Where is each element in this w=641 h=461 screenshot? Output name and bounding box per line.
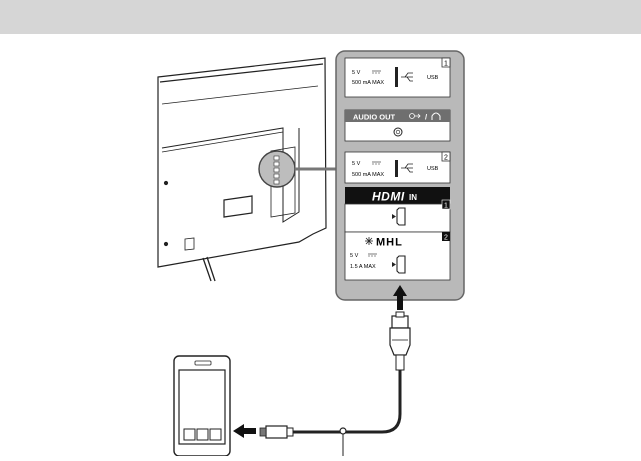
usb-port-1: 1 5 V 500 mA MAX USB xyxy=(344,57,451,98)
hdmi-in-port-1: HDMI IN 1 xyxy=(344,187,451,233)
audio-out-port: AUDIO OUT / xyxy=(344,109,451,142)
diagram-svg: 1 5 V 500 mA MAX USB AUDIO OUT / 2 xyxy=(157,50,465,457)
tv-rear xyxy=(157,57,327,282)
insert-arrow-left xyxy=(233,424,256,438)
usb-trident-icon xyxy=(401,163,413,173)
usb1-current: 500 mA MAX xyxy=(352,80,384,86)
mhl-volts: 5 V xyxy=(350,253,359,259)
usb1-badge: 1 xyxy=(444,61,448,68)
audio-out-slash: / xyxy=(425,113,428,122)
mhl-star-icon xyxy=(365,237,373,245)
mhl-current: 1.5 A MAX xyxy=(350,264,376,270)
mobile-device xyxy=(173,355,231,457)
mhl-port-2: 2 MHL 5 V 1.5 A MAX xyxy=(344,231,451,281)
port-magnifier xyxy=(258,150,336,188)
usb2-current: 500 mA MAX xyxy=(352,172,384,178)
usb2-label: USB xyxy=(427,166,439,172)
mhl-logo: MHL xyxy=(376,237,403,249)
usb1-label: USB xyxy=(427,75,439,81)
hdmi1-socket xyxy=(396,207,406,226)
usb2-volts: 5 V xyxy=(352,161,361,167)
mhl-cable xyxy=(259,311,411,456)
headphones-icon xyxy=(431,112,441,120)
port-panel: 1 5 V 500 mA MAX USB AUDIO OUT / 2 xyxy=(335,50,465,301)
header-bar xyxy=(0,0,641,34)
audio-out-label: AUDIO OUT xyxy=(353,113,396,122)
insert-arrow-up xyxy=(393,285,407,310)
hdmi-in-label: IN xyxy=(409,193,417,202)
usb2-badge: 2 xyxy=(444,155,448,162)
connection-diagram: 1 5 V 500 mA MAX USB AUDIO OUT / 2 xyxy=(0,34,641,457)
mhl-badge: 2 xyxy=(444,235,448,242)
usb-trident-icon xyxy=(401,72,413,82)
hdmi1-badge: 1 xyxy=(444,203,448,210)
usb1-volts: 5 V xyxy=(352,70,361,76)
usb-port-2: 2 5 V 500 mA MAX USB xyxy=(344,151,451,184)
mhl-socket xyxy=(396,255,406,274)
hdmi-logo: HDMI xyxy=(372,190,405,204)
